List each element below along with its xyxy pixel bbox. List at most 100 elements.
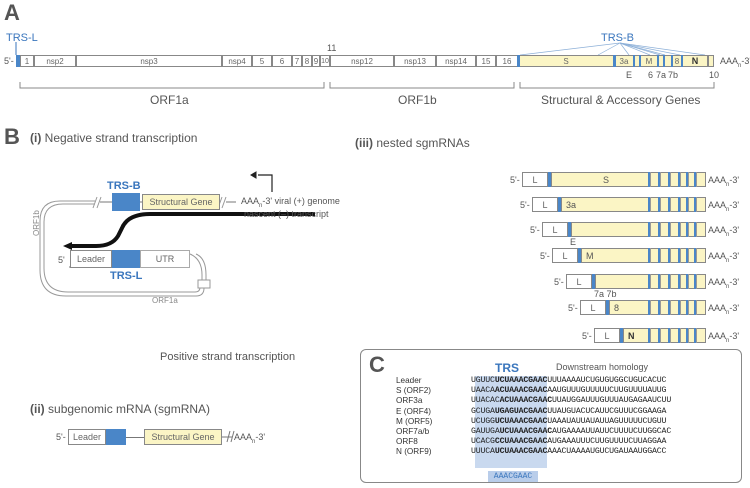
- trs-row-name: N (ORF9): [396, 447, 432, 457]
- nested-trs-mark: [658, 328, 660, 343]
- nested-trs-mark: [606, 300, 609, 315]
- nested-below-label: 7a 7b: [594, 289, 617, 299]
- trs-row-name: ORF7a/b: [396, 427, 430, 436]
- trs-row-sequence: UCACGCCUAAACGAACAUGAAAUUUCUUGUUUUCUUAGGA…: [471, 437, 667, 447]
- nested-leader: L: [566, 274, 592, 289]
- nested-body: [609, 300, 706, 315]
- neg-structural-gene: Structural Gene: [142, 194, 220, 210]
- orf1a-label: ORF1a: [152, 296, 178, 305]
- trs-row-name: Leader: [396, 376, 422, 385]
- nested-trs-mark: [558, 197, 561, 212]
- neg-strand-diagram: [39, 171, 315, 297]
- nested-trs-mark: [668, 328, 670, 343]
- nested-trs-mark: [658, 274, 660, 289]
- nested-seg-divider: [680, 328, 681, 343]
- nested-trs-mark: [686, 172, 688, 187]
- sgmrna-5prime: 5'-: [56, 432, 66, 442]
- panel-c-label: C: [369, 352, 385, 377]
- nested-body: [551, 172, 706, 187]
- nested-trs-mark: [686, 197, 688, 212]
- nested-seg-divider: [670, 222, 671, 237]
- trs-row-sequence: UAACAACUAAACGAACAAUGUUUGUUUUUCUUGUUUUAUU…: [471, 386, 667, 396]
- nested-leader: L: [580, 300, 606, 315]
- sgmrna-leader: Leader: [68, 429, 106, 445]
- trs-column-highlight: [475, 376, 547, 468]
- nested-trs-mark: [548, 172, 551, 187]
- sgmrna-link: [126, 437, 144, 438]
- nested-seg-divider: [650, 222, 651, 237]
- region-structural: Structural & Accessory Genes: [541, 93, 701, 107]
- trs-b-fan-lines: [15, 42, 706, 56]
- nested-seg-divider: [696, 328, 697, 343]
- nested-trs-mark: [648, 300, 650, 315]
- nested-seg-divider: [696, 197, 697, 212]
- orf1b-label: ORF1b: [32, 210, 41, 236]
- nested-seg-divider: [670, 172, 671, 187]
- nested-seg-divider: [696, 248, 697, 263]
- nested-seg-divider: [680, 197, 681, 212]
- nested-seg-divider: [670, 248, 671, 263]
- neg-genome-label: AAAn-3' viral (+) genome: [241, 196, 340, 209]
- seg-8: 8: [302, 55, 312, 67]
- sgmrna-tail: AAAn-3': [234, 432, 266, 445]
- nested-seg-divider: [688, 274, 689, 289]
- trs-b-mark-s: [517, 55, 520, 67]
- neg-trs-b-box: [112, 193, 140, 211]
- nested-trs-mark: [658, 248, 660, 263]
- genome-5prime: 5'-: [4, 56, 14, 66]
- nested-tail: AAAn-3': [708, 225, 740, 238]
- nested-leader: L: [542, 222, 568, 237]
- below-7a: 7a: [656, 70, 667, 80]
- nested-trs-mark: [620, 328, 623, 343]
- nested-trs-mark: [678, 172, 680, 187]
- nested-seg-divider: [688, 222, 689, 237]
- nested-trs-mark: [678, 248, 680, 263]
- nested-gene-label: 8: [614, 303, 620, 313]
- nested-trs-mark: [694, 300, 696, 315]
- nested-seg-divider: [688, 328, 689, 343]
- consensus-box: AAACGAAC: [488, 471, 538, 482]
- seg-nsp14: nsp14: [436, 55, 476, 67]
- nested-seg-divider: [688, 300, 689, 315]
- seg-nsp2: nsp2: [34, 55, 76, 67]
- sgmrna-structural: Structural Gene: [144, 429, 222, 445]
- trs-b-mark-m: [639, 55, 641, 67]
- nested-gene-label: N: [628, 331, 635, 341]
- nested-5prime: 5'-: [554, 277, 564, 287]
- trs-b-mark-n: [681, 55, 683, 67]
- nested-seg-divider: [650, 172, 651, 187]
- nested-seg-divider: [670, 328, 671, 343]
- nested-seg-divider: [688, 197, 689, 212]
- trs-b-mark-e: [633, 55, 635, 67]
- trs-row-name: ORF3a: [396, 396, 423, 406]
- seg-nsp3: nsp3: [76, 55, 222, 67]
- nested-seg-divider: [680, 248, 681, 263]
- region-brackets: [19, 82, 715, 89]
- nested-body: [581, 248, 706, 263]
- nested-seg-divider: [660, 248, 661, 263]
- nested-trs-mark: [648, 274, 650, 289]
- nested-trs-mark: [678, 274, 680, 289]
- trs-row-sequence: UUACACACUAAACGAACUUAUGGAUUUGUUUAUGAGAAUC…: [471, 396, 672, 406]
- nested-seg-divider: [696, 300, 697, 315]
- nested-trs-mark: [658, 172, 660, 187]
- nested-seg-divider: [660, 328, 661, 343]
- nested-seg-divider: [696, 222, 697, 237]
- seg-16: 16: [496, 55, 518, 67]
- nested-gene-label: 3a: [566, 200, 577, 210]
- nested-trs-mark: [648, 197, 650, 212]
- nested-tail: AAAn-3': [708, 331, 740, 344]
- nested-trs-mark: [686, 248, 688, 263]
- nested-heading: (iii) nested sgmRNAs: [355, 136, 470, 150]
- trs-row-sequence: GAUUGAUCUAAACGAACAUGAAAAUUAUUCUUUUCUUGGC…: [471, 427, 672, 436]
- trs-l-mark: [16, 55, 20, 67]
- nested-seg-divider: [688, 248, 689, 263]
- nested-seg-divider: [650, 274, 651, 289]
- nested-seg-divider: [680, 274, 681, 289]
- nested-leader: L: [594, 328, 620, 343]
- nested-seg-divider: [670, 300, 671, 315]
- nested-leader: L: [522, 172, 548, 187]
- nested-trs-mark: [694, 222, 696, 237]
- trs-b-mark-7: [663, 55, 665, 67]
- nested-seg-divider: [660, 197, 661, 212]
